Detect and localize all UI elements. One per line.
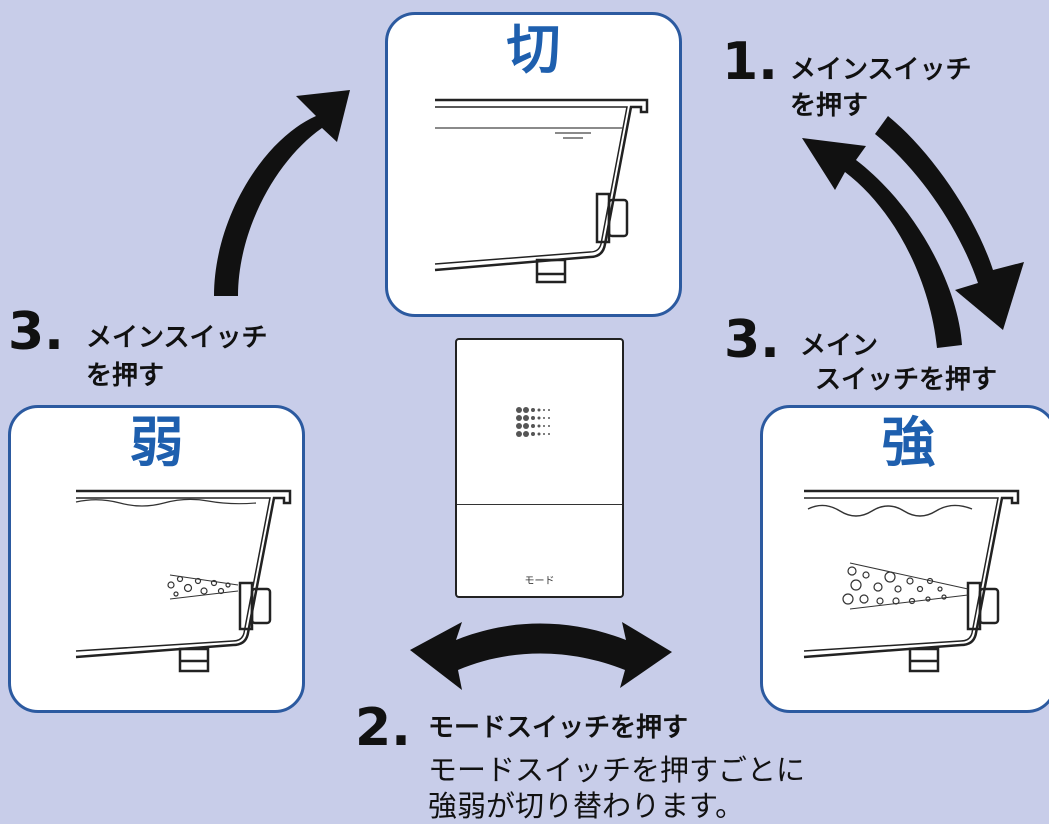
step2-label: モードスイッチを押す [428,713,689,743]
step3-right-line1: メイン [800,331,879,361]
step2-number: 2. [355,698,411,758]
panel-strong-title: 強 [881,411,936,474]
step2-note-line2: 強弱が切り替わります。 [428,789,745,823]
arrow-strong-to-off [802,138,962,348]
controller-device: モード [455,338,624,598]
step1-line1: メインスイッチ [790,55,972,85]
bath-weak-bubbles-icon [75,489,292,673]
bath-strong-bubbles-icon [803,489,1020,673]
bath-still-water-icon [434,98,649,284]
arrow-mode-toggle [410,622,672,690]
panel-off-title: 切 [506,18,561,81]
step1-number: 1. [722,32,778,92]
step3-right-number: 3. [724,310,780,370]
mode-button-label[interactable]: モード [524,576,555,587]
arrow-weak-to-off [214,90,350,296]
indicator-lights-icon [516,407,550,437]
device-divider [457,504,622,505]
step3-left-line2: を押す [86,361,165,391]
step2-note-line1: モードスイッチを押すごとに [428,753,806,787]
step3-left-line1: メインスイッチ [86,323,268,353]
panel-off: 切 [385,12,682,317]
arrow-off-to-strong [875,116,1024,330]
panel-strong: 強 [760,405,1049,713]
step1-line2: を押す [790,91,869,121]
panel-weak-title: 弱 [129,411,184,474]
step3-left-number: 3. [8,302,64,362]
panel-weak: 弱 [8,405,305,713]
step3-right-line2: スイッチを押す [815,365,998,395]
